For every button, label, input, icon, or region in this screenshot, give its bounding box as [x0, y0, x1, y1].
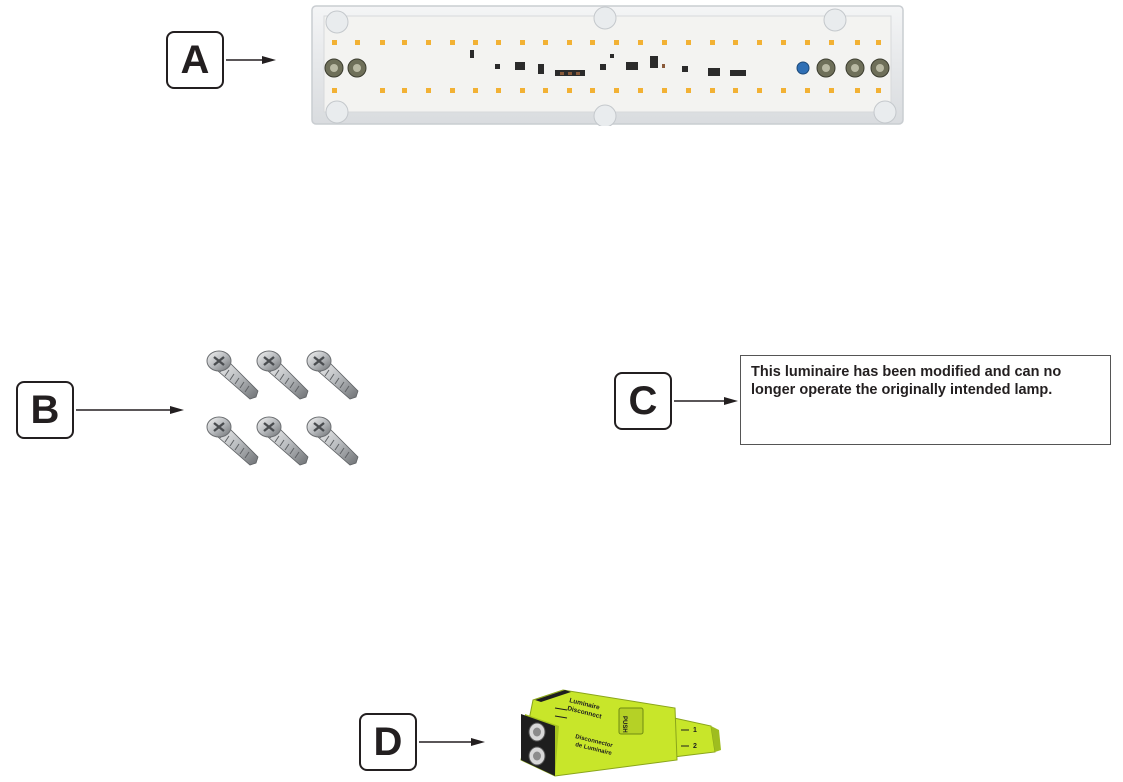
modification-label-text: This luminaire has been modified and can… — [751, 364, 1062, 398]
callout-d: D — [359, 713, 417, 771]
callout-d-letter: D — [373, 719, 403, 764]
led-row-top — [332, 40, 881, 93]
disconnect-connector-image: Luminaire Disconnect PUSH Disconnector d… — [520, 689, 721, 777]
callout-c-letter: C — [628, 378, 658, 423]
callout-b-letter: B — [30, 387, 60, 432]
callout-c: C — [614, 372, 672, 430]
arrow-d — [419, 738, 485, 746]
connector-pin-1: 1 — [693, 727, 697, 734]
connector-text-push: PUSH — [621, 716, 627, 733]
arrow-c — [674, 397, 738, 405]
arrow-a — [226, 56, 276, 64]
callout-a-letter: A — [180, 37, 210, 82]
callout-a: A — [166, 31, 224, 89]
callout-b: B — [16, 381, 74, 439]
led-module-image — [311, 5, 904, 126]
arrow-b — [76, 406, 184, 414]
screws-image — [205, 349, 360, 467]
connector-pin-2: 2 — [693, 743, 697, 750]
modification-label: This luminaire has been modified and can… — [740, 355, 1111, 445]
